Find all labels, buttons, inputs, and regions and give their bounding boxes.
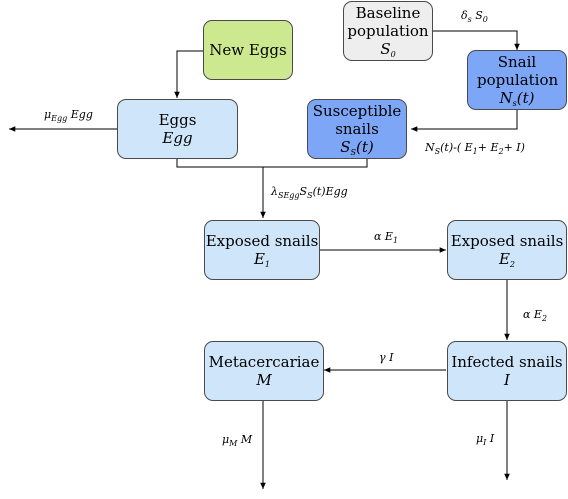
node-title: Susceptible snails [312, 102, 402, 138]
label-recruitment: NS(t)-( E1+ E2+ I) [425, 141, 525, 156]
node-title: New Eggs [209, 41, 287, 59]
edge-snail-pop-to-susceptible [411, 110, 518, 132]
node-symbol: I [504, 371, 510, 389]
label-alpha-e2: α E2 [523, 308, 548, 323]
node-metacercariae: Metacercariae M [204, 341, 324, 401]
node-symbol: E2 [498, 250, 516, 269]
node-susceptible-snails: Susceptible snails SS(t) [307, 99, 407, 159]
label-mu-m: μM M [222, 433, 253, 448]
node-eggs: Eggs Egg [117, 99, 238, 159]
node-title: Eggs [158, 111, 197, 129]
node-symbol: S0 [380, 40, 396, 59]
node-symbol: Ns(t) [499, 89, 535, 108]
node-symbol: SS(t) [340, 138, 374, 157]
node-title: Exposed snails [205, 232, 319, 250]
node-snail-population: Snail population Ns(t) [467, 50, 567, 110]
edge-baseline-to-snail-pop [433, 30, 520, 50]
label-egg-death: μEgg Egg [44, 108, 93, 123]
edge-new-eggs-to-eggs [174, 50, 203, 98]
label-mu-i: μI I [476, 432, 495, 447]
node-title: Infected snails [451, 353, 563, 371]
label-alpha-e1: α E1 [374, 230, 399, 245]
node-exposed-snails-2: Exposed snails E2 [447, 220, 567, 280]
node-exposed-snails-1: Exposed snails E1 [204, 220, 320, 280]
node-title: Metacercariae [208, 353, 320, 371]
node-infected-snails: Infected snails I [447, 341, 567, 401]
node-baseline-population: Baseline population S0 [343, 1, 433, 61]
node-title: Snail population [477, 53, 559, 89]
edge-eggs-susceptible-join [176, 159, 368, 168]
node-symbol: Egg [162, 129, 193, 147]
label-gamma-i: γ I [379, 351, 394, 364]
node-new-eggs: New Eggs [203, 20, 293, 80]
label-baseline-rate: δs S0 [461, 9, 488, 24]
node-symbol: E1 [253, 250, 271, 269]
node-title: Baseline population [347, 4, 429, 40]
node-title: Exposed snails [450, 232, 564, 250]
label-infection: λSEggSS(t)Egg [271, 185, 348, 200]
node-symbol: M [256, 371, 272, 389]
